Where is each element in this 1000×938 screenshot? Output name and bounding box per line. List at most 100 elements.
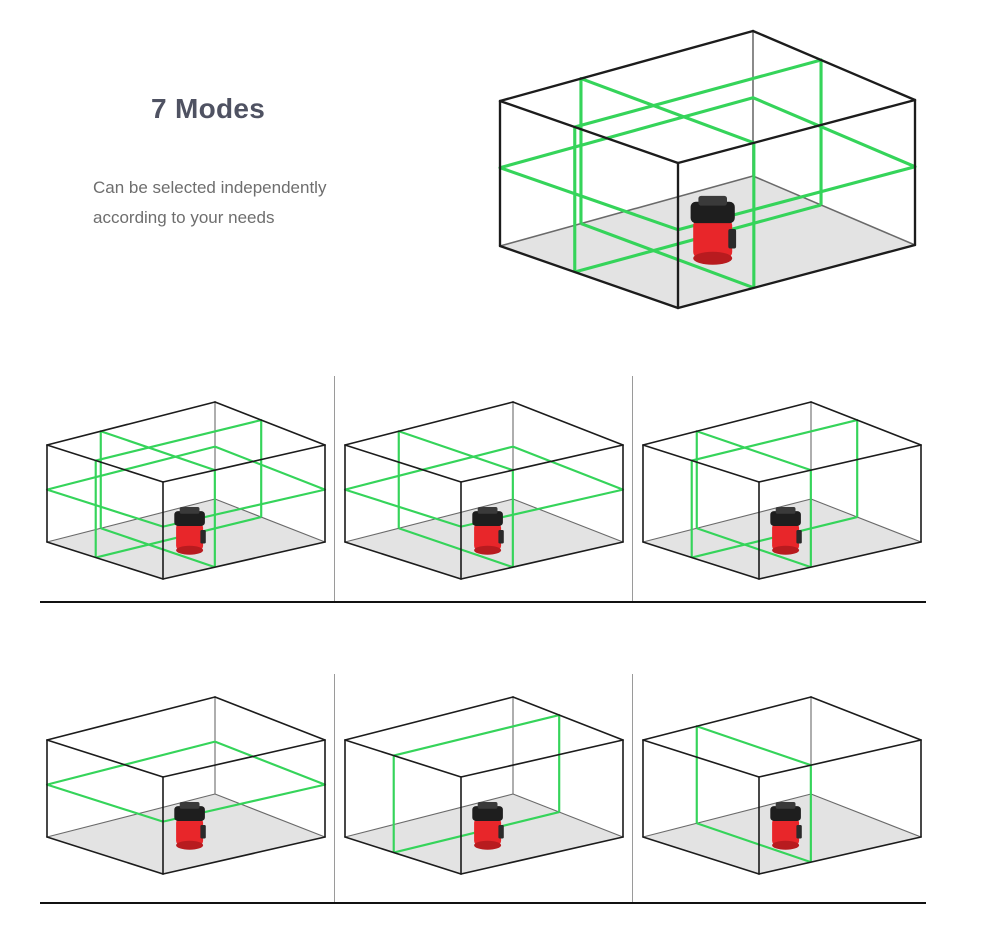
box-edge-bottom-front-left bbox=[642, 541, 760, 580]
device-side-knob bbox=[498, 530, 504, 544]
box-edge-top-back-right bbox=[751, 29, 917, 102]
box-edge-bottom-front-left bbox=[344, 541, 462, 580]
box-edge-bottom-front-right bbox=[162, 541, 326, 580]
laser-level-device bbox=[472, 507, 504, 555]
box-edge-top-back-left bbox=[344, 401, 514, 446]
laser-vertical-plane-a bbox=[99, 430, 216, 568]
device-side-knob bbox=[728, 229, 737, 249]
device-base bbox=[474, 840, 502, 850]
box-edge-back-left bbox=[642, 498, 812, 543]
box-edge-top-front-right bbox=[162, 739, 326, 778]
device-base bbox=[693, 251, 733, 265]
box-edge-top-front-right bbox=[758, 739, 922, 778]
device-top bbox=[174, 511, 205, 526]
box-edge-top-back-left bbox=[46, 401, 216, 446]
device-top bbox=[472, 511, 503, 526]
device-body bbox=[176, 523, 204, 551]
device-base bbox=[176, 545, 204, 555]
hero-mode-illustration bbox=[498, 29, 917, 310]
mode-panel-3 bbox=[642, 401, 922, 580]
box-edge-bottom-front-right bbox=[758, 836, 922, 875]
box-edge-top-front-right bbox=[676, 98, 917, 165]
box-edge-top-back-left bbox=[642, 401, 812, 446]
laser-vertical-plane-a bbox=[695, 725, 812, 863]
laser-vertical-plane-a bbox=[695, 430, 812, 568]
device-body bbox=[176, 818, 204, 846]
device-top bbox=[472, 806, 503, 821]
laser-vertical-plane-a bbox=[579, 77, 756, 288]
box-edge-top-back-right bbox=[214, 401, 326, 446]
box-edge-bottom-front-left bbox=[46, 836, 164, 875]
box-edge-top-front-left bbox=[344, 444, 462, 483]
box-edge-back-left bbox=[46, 498, 216, 543]
row1-baseline bbox=[40, 601, 926, 603]
device-base bbox=[772, 840, 800, 850]
laser-vertical-plane-a-floor bbox=[398, 527, 514, 569]
divider-row2-a bbox=[334, 674, 335, 902]
device-handle bbox=[775, 507, 796, 514]
device-handle bbox=[477, 802, 498, 809]
device-body bbox=[474, 818, 502, 846]
box-edge-top-back-right bbox=[810, 401, 922, 446]
device-base bbox=[176, 840, 204, 850]
box-edge-bottom-front-right bbox=[758, 541, 922, 580]
mode-panel-2 bbox=[343, 401, 625, 580]
device-base bbox=[474, 545, 502, 555]
box-edge-back-left bbox=[642, 793, 812, 838]
device-base bbox=[772, 545, 800, 555]
box-edge-back-right bbox=[512, 498, 624, 543]
divider-row2-b bbox=[632, 674, 633, 902]
box-edge-top-front-left bbox=[46, 444, 164, 483]
device-handle bbox=[477, 507, 498, 514]
laser-level-device bbox=[174, 802, 206, 850]
laser-vertical-plane-b bbox=[94, 418, 263, 558]
mode-panel-4 bbox=[45, 696, 327, 875]
divider-row1-a bbox=[334, 376, 335, 602]
device-body bbox=[772, 818, 800, 846]
box-edge-bottom-front-right bbox=[676, 243, 917, 310]
device-body bbox=[772, 523, 800, 551]
box-edge-back-right bbox=[214, 498, 326, 543]
box-edge-top-front-right bbox=[460, 739, 624, 778]
box-edge-back-right bbox=[810, 498, 922, 543]
box-edge-bottom-front-right bbox=[162, 836, 326, 875]
box-edge-top-back-left bbox=[344, 696, 514, 741]
box-edge-top-front-right bbox=[162, 444, 326, 483]
laser-vertical-plane-a-floor bbox=[100, 527, 216, 569]
box-edge-top-front-left bbox=[46, 739, 164, 778]
box-edge-back-right bbox=[512, 793, 624, 838]
box-edge-bottom-front-left bbox=[344, 836, 462, 875]
box-edge-back-right bbox=[752, 175, 916, 246]
laser-vertical-plane-a-floor bbox=[696, 527, 812, 569]
device-side-knob bbox=[796, 825, 802, 839]
box-edge-top-back-left bbox=[642, 696, 812, 741]
device-top bbox=[770, 511, 801, 526]
device-top bbox=[690, 201, 735, 224]
laser-level-device bbox=[770, 802, 802, 850]
box-edge-top-back-right bbox=[512, 401, 624, 446]
laser-vertical-plane-a-floor bbox=[696, 822, 812, 864]
laser-vertical-plane-a bbox=[397, 430, 514, 568]
box-edge-bottom-front-right bbox=[460, 541, 624, 580]
device-handle bbox=[775, 802, 796, 809]
device-top bbox=[770, 806, 801, 821]
divider-row1-b bbox=[632, 376, 633, 602]
laser-level-device bbox=[770, 507, 802, 555]
box-edge-bottom-front-left bbox=[642, 836, 760, 875]
device-side-knob bbox=[796, 530, 802, 544]
laser-vertical-plane-a-floor bbox=[580, 222, 755, 290]
box-edge-bottom-front-left bbox=[46, 541, 164, 580]
subtitle: Can be selected independently according … bbox=[93, 173, 423, 233]
box-edge-top-back-right bbox=[512, 696, 624, 741]
box-edge-top-back-right bbox=[214, 696, 326, 741]
device-side-knob bbox=[200, 825, 206, 839]
laser-level-device bbox=[472, 802, 504, 850]
box-edge-top-front-left bbox=[642, 444, 760, 483]
mode-panel-1 bbox=[45, 401, 327, 580]
box-edge-back-left bbox=[344, 498, 514, 543]
box-edge-top-front-right bbox=[758, 444, 922, 483]
box-edge-top-back-left bbox=[498, 29, 755, 103]
mode-panel-5 bbox=[344, 696, 624, 875]
device-handle bbox=[698, 195, 727, 206]
box-edge-top-back-left bbox=[46, 696, 216, 741]
